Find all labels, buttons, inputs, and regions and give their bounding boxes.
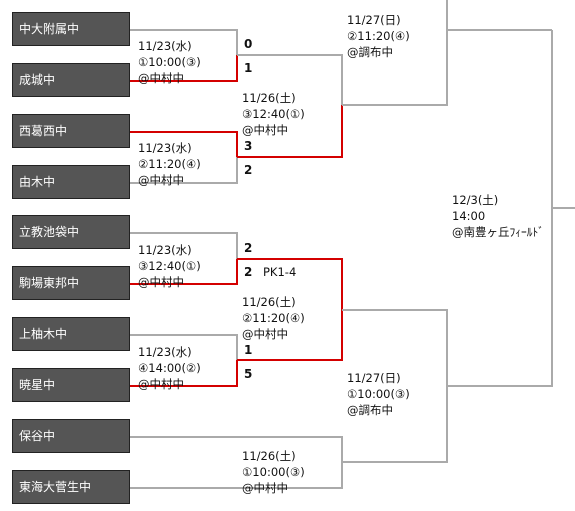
line-r2b-bottom bbox=[237, 310, 343, 361]
match-venue: @中村中 bbox=[138, 173, 184, 187]
r2-match3-info: 11/26(土) ①10:00(③) @中村中 bbox=[242, 448, 305, 496]
r2-match1-info: 11/26(土) ③12:40(①) @中村中 bbox=[242, 90, 305, 138]
match-date: 11/26(土) bbox=[242, 91, 296, 105]
match-venue: @中村中 bbox=[138, 71, 184, 85]
match-venue: @中村中 bbox=[138, 377, 184, 391]
line-r2c-bottom bbox=[130, 462, 343, 489]
match-slot: ④14:00(②) bbox=[138, 361, 201, 375]
match-date: 11/23(水) bbox=[138, 243, 192, 257]
match-date: 11/27(日) bbox=[347, 13, 401, 27]
match-slot: ①10:00(③) bbox=[347, 387, 410, 401]
r1-match1-info: 11/23(水) ①10:00(③) @中村中 bbox=[138, 38, 201, 86]
score-r1m1-bottom: 1 bbox=[244, 61, 253, 75]
team-box-4[interactable]: 由木中 bbox=[12, 165, 130, 199]
match-venue: @中村中 bbox=[242, 481, 288, 495]
line-sf2-bottom bbox=[342, 386, 448, 463]
score-r1m1-top: 0 bbox=[244, 37, 253, 51]
score-r1m3-top: 2 bbox=[244, 241, 253, 255]
line-r1m4-bottom bbox=[130, 360, 238, 387]
team-box-1[interactable]: 中大附属中 bbox=[12, 12, 130, 46]
line-r2c-top bbox=[130, 436, 343, 462]
match-date: 12/3(土) bbox=[452, 193, 499, 207]
match-venue: @中村中 bbox=[138, 275, 184, 289]
line-r1m1-bottom bbox=[130, 55, 238, 82]
line-r1m2-top bbox=[130, 131, 238, 157]
line-r1m2-bottom bbox=[130, 157, 238, 184]
match-date: 11/23(水) bbox=[138, 345, 192, 359]
match-slot: ①10:00(③) bbox=[242, 465, 305, 479]
team-box-8[interactable]: 暁星中 bbox=[12, 368, 130, 402]
team-box-10[interactable]: 東海大菅生中 bbox=[12, 470, 130, 504]
match-date: 11/27(日) bbox=[347, 371, 401, 385]
final-match-info: 12/3(土) 14:00 @南豊ヶ丘ﾌｨｰﾙﾄﾞ bbox=[452, 192, 544, 240]
score-r1m4-bottom: 5 bbox=[244, 367, 253, 381]
team-box-3[interactable]: 西葛西中 bbox=[12, 114, 130, 148]
score-r1m4-top: 1 bbox=[244, 343, 253, 357]
team-box-9[interactable]: 保谷中 bbox=[12, 419, 130, 453]
team-box-6[interactable]: 駒場東邦中 bbox=[12, 266, 130, 300]
r1-match3-info: 11/23(水) ③12:40(①) @中村中 bbox=[138, 242, 201, 290]
r1-match4-info: 11/23(水) ④14:00(②) @中村中 bbox=[138, 344, 201, 392]
match-slot: ③12:40(①) bbox=[138, 259, 201, 273]
match-slot: ②11:20(④) bbox=[138, 157, 201, 171]
line-r1m3-bottom bbox=[130, 259, 238, 285]
match-venue: @南豊ヶ丘ﾌｨｰﾙﾄﾞ bbox=[452, 225, 544, 239]
sf-match1-info: 11/27(日) ②11:20(④) @調布中 bbox=[347, 12, 410, 60]
match-date: 11/26(土) bbox=[242, 449, 296, 463]
match-venue: @調布中 bbox=[347, 403, 393, 417]
team-box-5[interactable]: 立教池袋中 bbox=[12, 215, 130, 249]
match-slot: ①10:00(③) bbox=[138, 55, 201, 69]
r2-match2-info: 11/26(土) ②11:20(④) @中村中 bbox=[242, 294, 305, 342]
team-box-7[interactable]: 上柚木中 bbox=[12, 317, 130, 351]
line-sf1-top bbox=[342, 0, 448, 106]
match-slot: ③12:40(①) bbox=[242, 107, 305, 121]
score-r1m2-top: 3 bbox=[244, 139, 253, 153]
team-box-2[interactable]: 成城中 bbox=[12, 63, 130, 97]
line-r2a-top bbox=[237, 54, 343, 105]
match-venue: @中村中 bbox=[242, 327, 288, 341]
match-time: 14:00 bbox=[452, 209, 486, 223]
pk-result: PK1-4 bbox=[263, 265, 297, 279]
line-r2a-bottom bbox=[237, 105, 343, 158]
line-r1m4-top bbox=[130, 334, 238, 360]
match-slot: ②11:20(④) bbox=[242, 311, 305, 325]
line-final-bottom bbox=[447, 208, 553, 387]
match-venue: @中村中 bbox=[242, 123, 288, 137]
match-slot: ②11:20(④) bbox=[347, 29, 410, 43]
line-sf2-top bbox=[342, 309, 448, 386]
match-venue: @調布中 bbox=[347, 45, 393, 59]
match-date: 11/26(土) bbox=[242, 295, 296, 309]
match-date: 11/23(水) bbox=[138, 141, 192, 155]
line-r1m3-top bbox=[130, 232, 238, 259]
score-r1m3-bottom: 2 bbox=[244, 265, 253, 279]
r1-match2-info: 11/23(水) ②11:20(④) @中村中 bbox=[138, 140, 201, 188]
line-r2b-top bbox=[237, 258, 343, 310]
score-r1m2-bottom: 2 bbox=[244, 163, 253, 177]
sf-match2-info: 11/27(日) ①10:00(③) @調布中 bbox=[347, 370, 410, 418]
match-date: 11/23(水) bbox=[138, 39, 192, 53]
line-r1m1-top bbox=[130, 29, 238, 55]
